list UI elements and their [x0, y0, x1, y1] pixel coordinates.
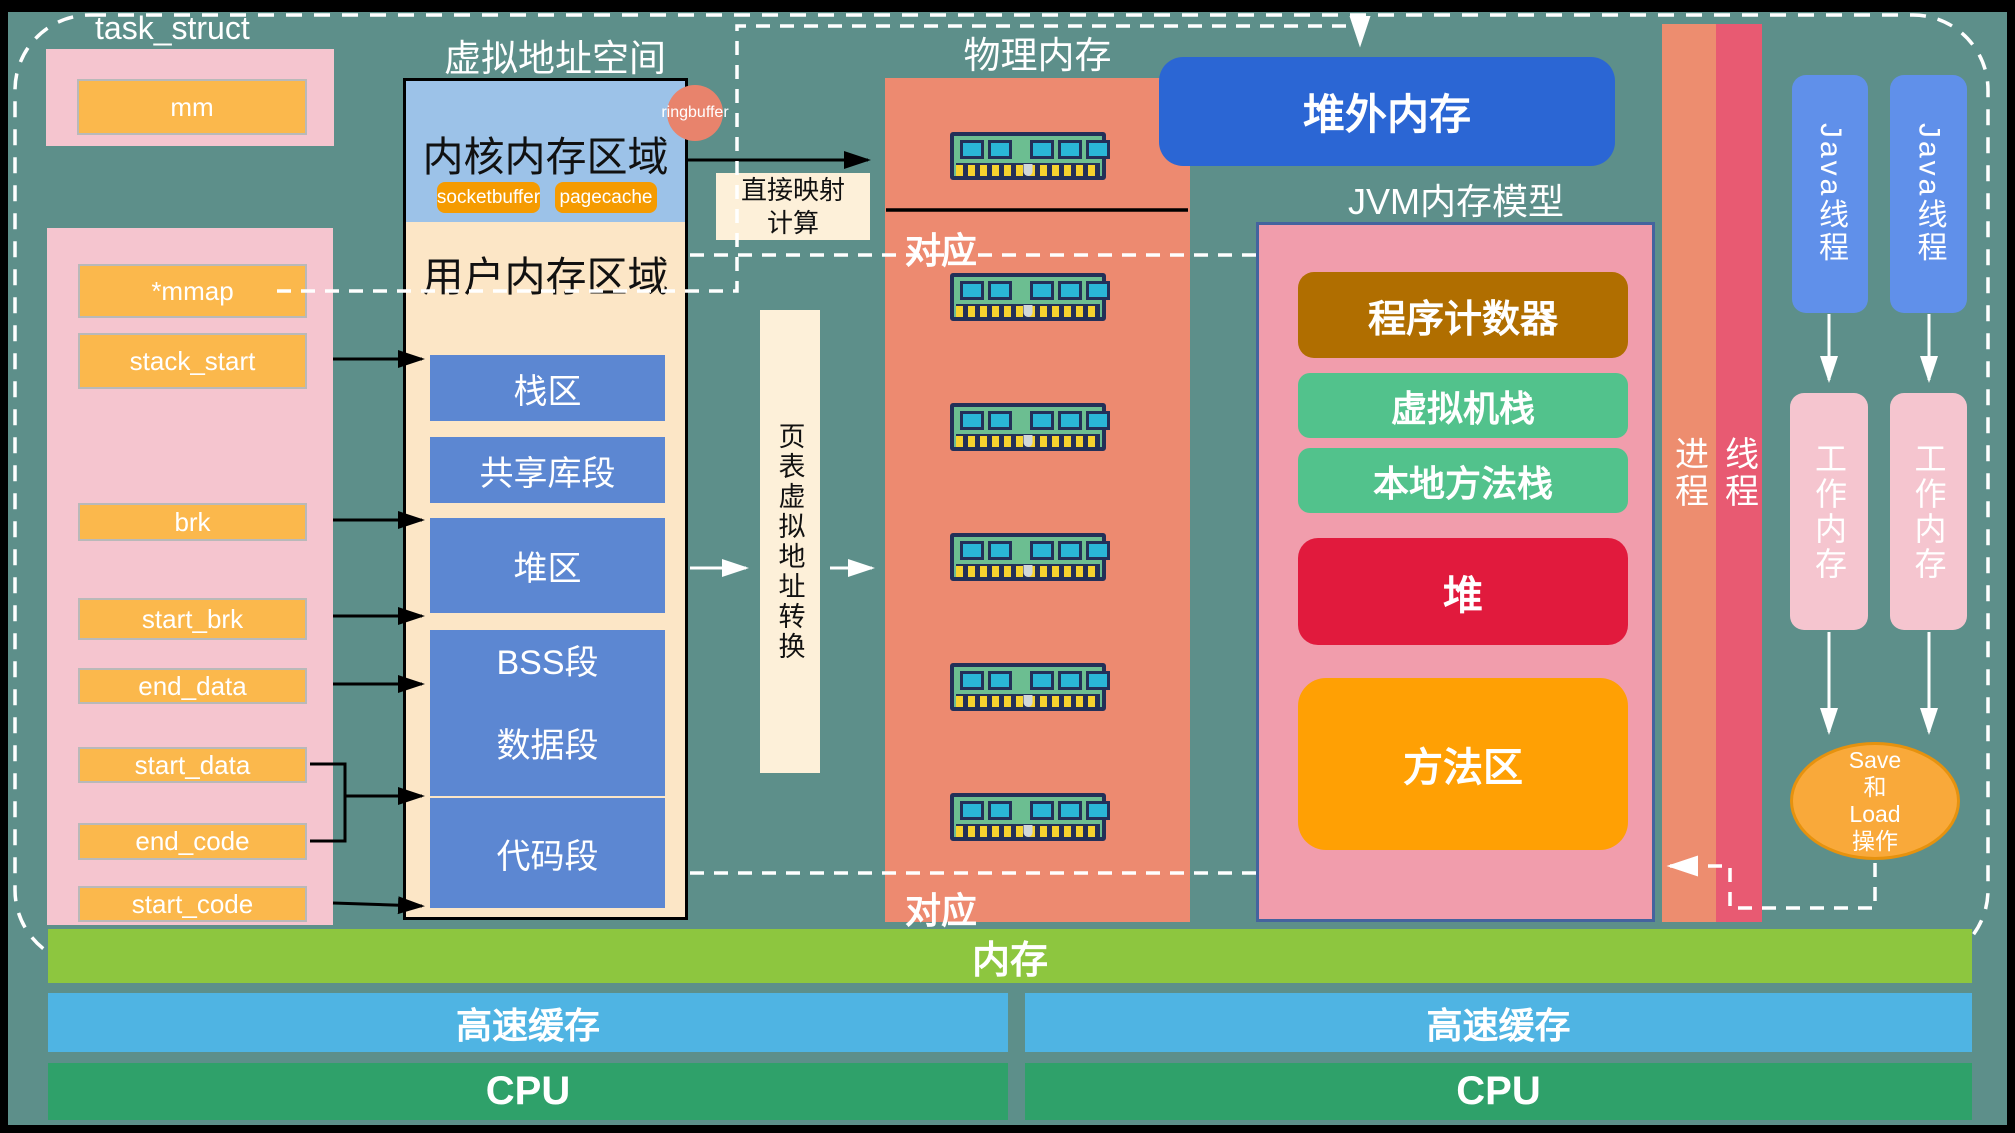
cpu-bar-right: CPU — [1025, 1063, 1972, 1120]
jvm-program-counter-label: 程序计数器 — [1367, 298, 1558, 341]
ringbuffer-label: ringbuffer — [661, 104, 729, 121]
field-brk: brk — [78, 503, 307, 541]
ram-module-icon — [950, 273, 1110, 321]
correspond-top-label: 对应 — [905, 230, 978, 271]
correspond-bottom-label: 对应 — [905, 890, 978, 931]
working-memory-box-2: 工作内存 — [1890, 393, 1967, 630]
pagetable-translation-label: 页表虚拟地址转换 — [774, 421, 805, 662]
save-load-line: 和 — [1863, 773, 1887, 800]
offheap-memory-box: 堆外内存 — [1159, 57, 1615, 166]
field-end-code: end_code — [78, 823, 307, 860]
field-stack-start: stack_start — [78, 333, 307, 389]
cpu-bar-left: CPU — [48, 1063, 1008, 1120]
field-start-code: start_code — [78, 886, 307, 922]
jvm-method-area: 方法区 — [1298, 678, 1628, 850]
segment-code: 代码段 — [430, 798, 665, 908]
jvm-heap: 堆 — [1298, 538, 1628, 645]
cache-right-label: 高速缓存 — [1426, 1004, 1571, 1046]
java-thread-box-2: Java线程 — [1890, 75, 1967, 313]
save-load-ellipse: Save 和 Load 操作 — [1790, 742, 1960, 860]
offheap-memory-label: 堆外内存 — [1302, 91, 1471, 138]
segment-stack: 栈区 — [430, 355, 665, 421]
direct-mapping-line2: 计算 — [766, 207, 819, 238]
memory-bar-label: 内存 — [971, 939, 1048, 982]
segment-data: 数据段 — [430, 688, 665, 796]
jvm-native-method-stack: 本地方法栈 — [1298, 448, 1628, 513]
user-memory-area-label: 用户内存区域 — [422, 254, 669, 300]
cpu-left-label: CPU — [485, 1069, 571, 1113]
pagecache-tag: pagecache — [555, 182, 657, 213]
jvm-program-counter: 程序计数器 — [1298, 272, 1628, 358]
jvm-model-title: JVM内存模型 — [1347, 181, 1564, 222]
jvm-heap-label: 堆 — [1443, 573, 1483, 618]
working-memory-box-1: 工作内存 — [1790, 393, 1868, 630]
ram-module-icon — [950, 533, 1110, 581]
ram-module-icon — [950, 663, 1110, 711]
save-load-line: Load — [1849, 801, 1901, 827]
working-memory-1-label: 工作内存 — [1811, 441, 1847, 582]
cpu-right-label: CPU — [1456, 1069, 1541, 1113]
segment-bss: BSS段 — [430, 630, 665, 688]
pagetable-translation-box: 页表虚拟地址转换 — [760, 310, 820, 773]
ringbuffer-circle: ringbuffer — [661, 85, 729, 141]
process-bar-label: 进程 — [1669, 436, 1708, 510]
process-bar: 进程 — [1662, 24, 1716, 922]
java-thread-2-label: Java线程 — [1912, 123, 1946, 265]
direct-mapping-box: 直接映射 计算 — [716, 173, 870, 240]
cache-left-label: 高速缓存 — [455, 1004, 600, 1046]
kernel-area-label: 内核内存区域 — [422, 134, 669, 180]
field-start-data: start_data — [78, 747, 307, 783]
virtual-space-title: 虚拟地址空间 — [444, 38, 666, 79]
thread-bar: 线程 — [1716, 24, 1762, 922]
save-load-line: Save — [1848, 746, 1902, 773]
field-mmap: *mmap — [78, 264, 307, 318]
java-thread-1-label: Java线程 — [1814, 123, 1847, 265]
jvm-native-method-stack-label: 本地方法栈 — [1372, 462, 1553, 504]
jvm-vm-stack: 虚拟机栈 — [1298, 373, 1628, 438]
jvm-method-area-label: 方法区 — [1403, 746, 1523, 790]
save-load-line: 操作 — [1852, 828, 1898, 855]
segment-shared-lib: 共享库段 — [430, 437, 665, 503]
physical-memory-title: 物理内存 — [963, 35, 1112, 76]
cache-bar-left: 高速缓存 — [48, 993, 1008, 1052]
ram-module-icon — [950, 403, 1110, 451]
direct-mapping-line1: 直接映射 — [740, 175, 845, 205]
task-struct-title: task_struct — [95, 10, 250, 46]
field-start-brk: start_brk — [78, 598, 307, 640]
field-end-data: end_data — [78, 668, 307, 704]
java-thread-box-1: Java线程 — [1792, 75, 1868, 313]
thread-bar-label: 线程 — [1719, 436, 1758, 510]
ram-module-icon — [950, 793, 1110, 841]
segment-heap: 堆区 — [430, 518, 665, 613]
jvm-vm-stack-label: 虚拟机栈 — [1390, 387, 1535, 429]
socketbuffer-tag: socketbuffer — [437, 182, 540, 213]
mm-field: mm — [77, 79, 307, 135]
cache-bar-right: 高速缓存 — [1025, 993, 1972, 1052]
memory-bar: 内存 — [48, 929, 1972, 983]
ram-module-icon — [950, 132, 1110, 180]
working-memory-2-label: 工作内存 — [1910, 441, 1947, 582]
